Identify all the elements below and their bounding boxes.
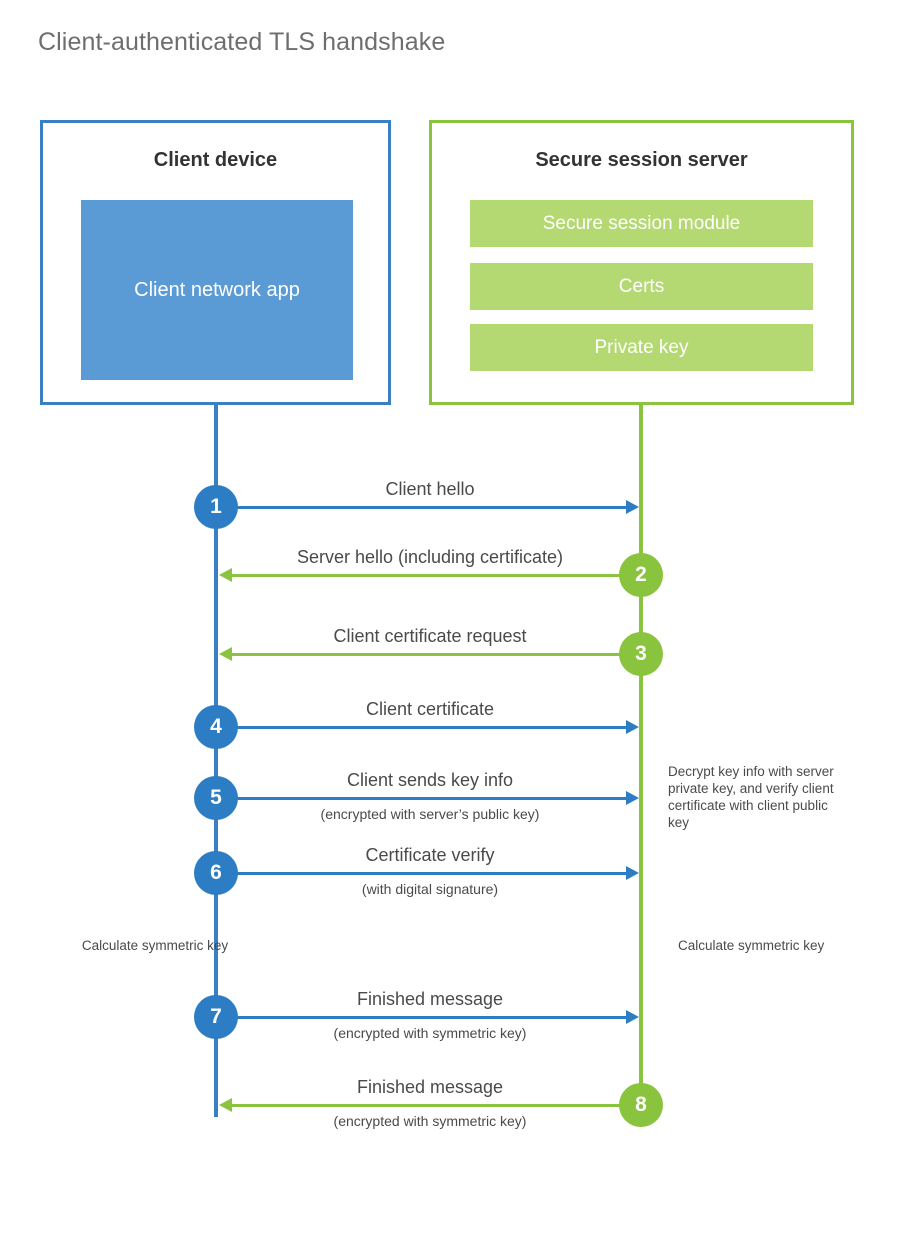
- annotation-calculate-symmetric-key-client: Calculate symmetric key: [81, 938, 229, 953]
- server-component-certs: Certs: [470, 263, 813, 310]
- page-title: Client-authenticated TLS handshake: [38, 28, 446, 56]
- message-arrow-head-8: [219, 1098, 232, 1112]
- message-arrow-line-6: [216, 872, 626, 875]
- annotation-calculate-symmetric-key-server: Calculate symmetric key: [678, 938, 825, 953]
- annotation-decrypt-key-info: Decrypt key info with server private key…: [668, 764, 834, 830]
- step-circle-7[interactable]: 7: [194, 995, 238, 1039]
- step-circle-2[interactable]: 2: [619, 553, 663, 597]
- message-arrow-line-3: [232, 653, 641, 656]
- message-label-8: Finished message: [356, 1077, 504, 1097]
- message-label-3: Client certificate request: [333, 626, 527, 646]
- message-arrow-head-6: [626, 866, 639, 880]
- message-label-6: Certificate verify: [365, 845, 495, 865]
- message-label-4: Client certificate: [365, 699, 495, 719]
- step-circle-6[interactable]: 6: [194, 851, 238, 895]
- message-sublabel-7: (encrypted with symmetric key): [333, 1025, 527, 1041]
- message-sublabel-5: (encrypted with server’s public key): [320, 806, 540, 822]
- step-circle-1[interactable]: 1: [194, 485, 238, 529]
- server-lifeline: [639, 405, 643, 1105]
- secure-session-server-box: Secure session server Secure session mod…: [429, 120, 854, 405]
- message-arrow-line-4: [216, 726, 626, 729]
- server-component-secure-session-module: Secure session module: [470, 200, 813, 247]
- message-sublabel-6: (with digital signature): [361, 881, 499, 897]
- message-arrow-head-2: [219, 568, 232, 582]
- message-arrow-line-1: [216, 506, 626, 509]
- message-arrow-line-5: [216, 797, 626, 800]
- message-arrow-head-7: [626, 1010, 639, 1024]
- message-sublabel-8: (encrypted with symmetric key): [333, 1113, 527, 1129]
- message-arrow-head-4: [626, 720, 639, 734]
- client-device-title: Client device: [153, 149, 278, 171]
- message-arrow-head-3: [219, 647, 232, 661]
- message-label-1: Client hello: [385, 479, 475, 499]
- message-label-7: Finished message: [356, 989, 504, 1009]
- step-circle-8[interactable]: 8: [619, 1083, 663, 1127]
- message-arrow-head-5: [626, 791, 639, 805]
- step-circle-5[interactable]: 5: [194, 776, 238, 820]
- message-label-2: Server hello (including certificate): [296, 547, 564, 567]
- secure-session-server-title: Secure session server: [535, 149, 748, 171]
- message-arrow-head-1: [626, 500, 639, 514]
- step-circle-3[interactable]: 3: [619, 632, 663, 676]
- message-arrow-line-8: [232, 1104, 641, 1107]
- server-component-private-key: Private key: [470, 324, 813, 371]
- client-network-app-block: Client network app: [81, 200, 353, 380]
- message-label-5: Client sends key info: [346, 770, 514, 790]
- client-device-box: Client device Client network app: [40, 120, 391, 405]
- client-lifeline: [214, 405, 218, 1117]
- step-circle-4[interactable]: 4: [194, 705, 238, 749]
- message-arrow-line-2: [232, 574, 641, 577]
- message-arrow-line-7: [216, 1016, 626, 1019]
